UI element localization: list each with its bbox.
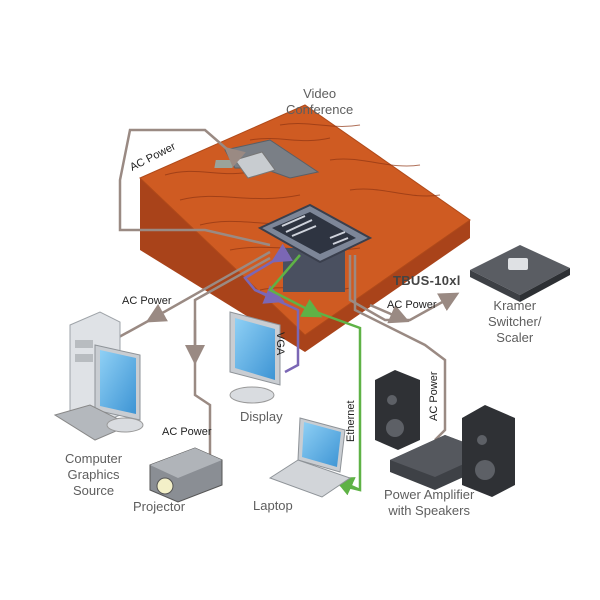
- label-line: Graphics: [67, 467, 120, 482]
- label-line: Kramer: [493, 298, 537, 313]
- label-line: Conference: [286, 102, 354, 117]
- computer-label: Computer Graphics Source: [65, 451, 122, 499]
- amplifier-label: Power Amplifier with Speakers: [384, 487, 474, 519]
- ac-power-kramer-label: AC Power: [387, 299, 437, 311]
- conference-phone: [214, 139, 320, 179]
- laptop-label: Laptop: [253, 498, 293, 513]
- kramer-label: Kramer Switcher/ Scaler: [488, 298, 541, 346]
- ac-power-projector-label: AC Power: [162, 426, 212, 438]
- label-line: Scaler: [496, 330, 534, 345]
- ethernet-label: Ethernet: [345, 400, 357, 442]
- laptop-device: [268, 417, 352, 498]
- amplifier-speakers-device: [375, 370, 515, 497]
- projector-device: [149, 447, 223, 503]
- label-line: Power Amplifier: [384, 487, 475, 502]
- model-label: TBUS-10xl: [393, 273, 461, 288]
- video-conference-label: Video Conference: [286, 86, 353, 118]
- tbus-unit: [257, 203, 373, 292]
- display-device: [229, 311, 281, 404]
- label-line: Video: [303, 86, 337, 101]
- ac-power-amplifier-label: AC Power: [428, 371, 440, 421]
- power-cables: [89, 128, 460, 472]
- label-line: Source: [72, 483, 115, 498]
- ac-power-computer-label: AC Power: [122, 295, 172, 307]
- label-line: with Speakers: [388, 503, 470, 518]
- projector-label: Projector: [133, 499, 186, 514]
- label-line: Switcher/: [488, 314, 542, 329]
- computer-device: [53, 311, 144, 441]
- label-line: Computer: [65, 451, 123, 466]
- vga-label: VGA: [274, 332, 286, 356]
- kramer-switcher-device: [470, 245, 570, 302]
- display-label: Display: [240, 409, 283, 424]
